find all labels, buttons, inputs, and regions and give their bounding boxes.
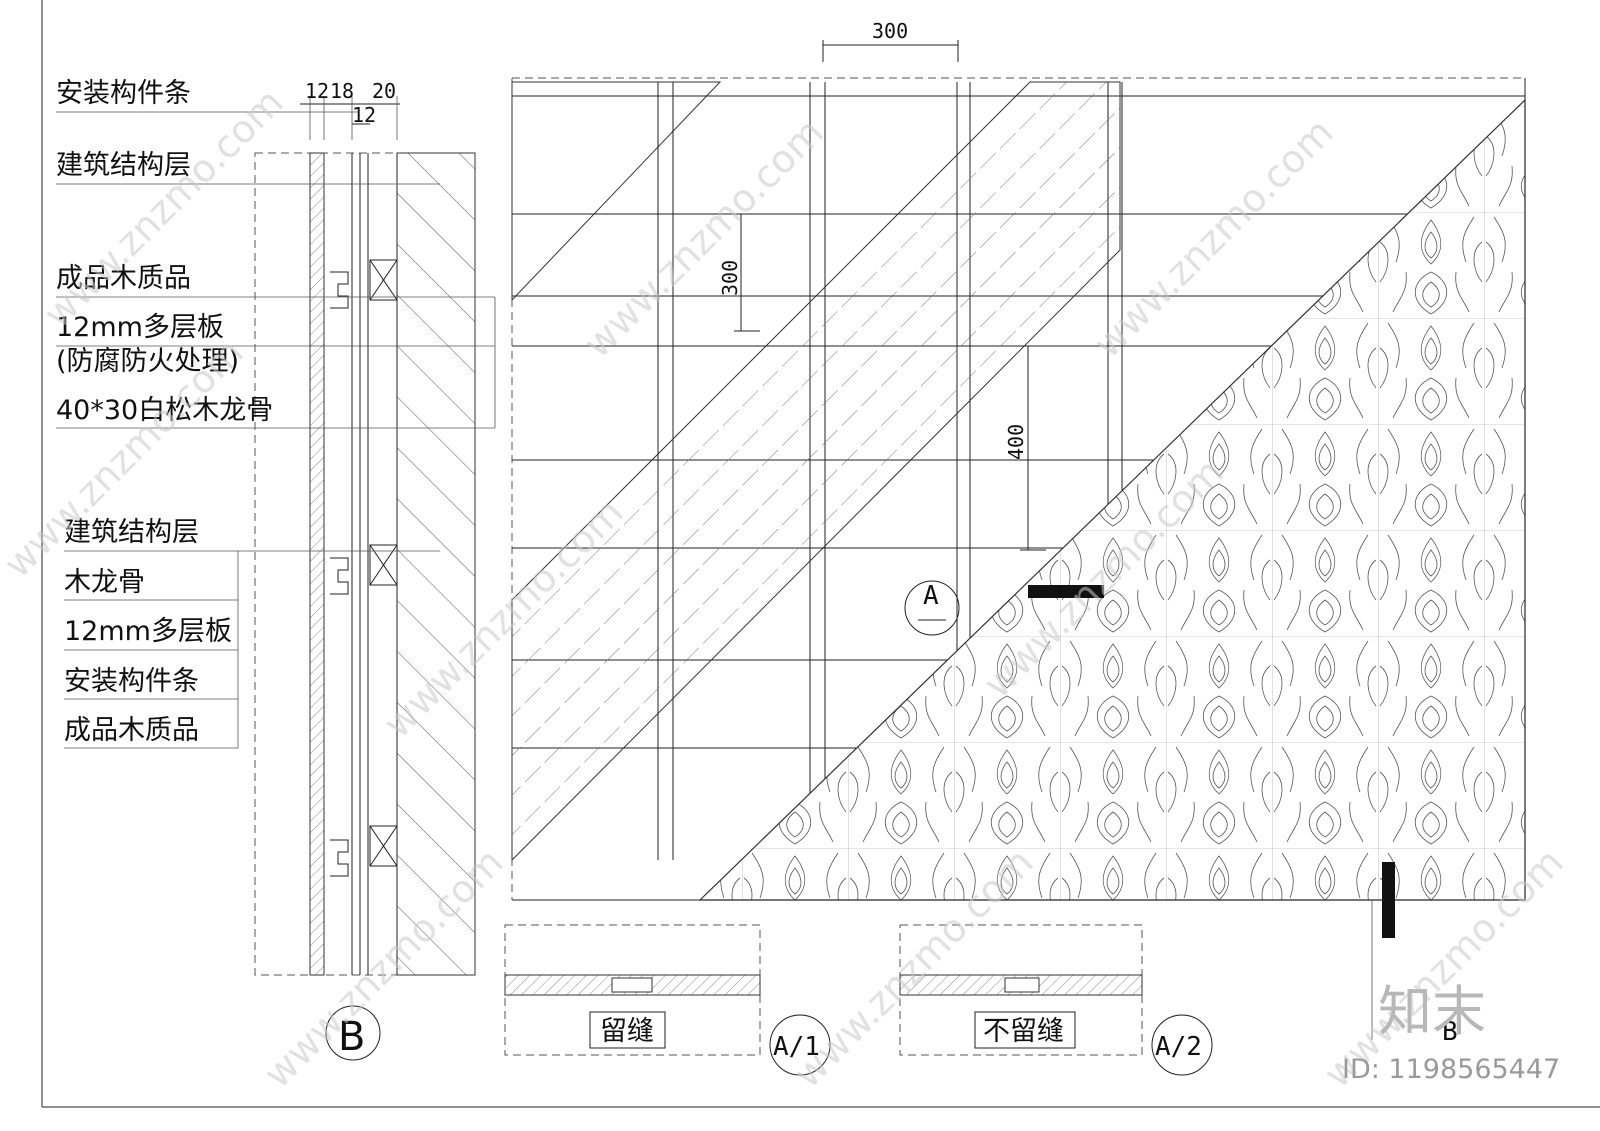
dim-20: 20 [372, 79, 396, 103]
section-b-cut-text: B [1442, 1017, 1458, 1047]
joint-no-gap-ref: A/2 [1155, 1032, 1202, 1062]
section-b: 12 18 20 12 安装构件条 建筑结构层 成品木质品 12mm多层板 (防… [56, 78, 496, 1061]
section-b-marker [325, 1005, 381, 1061]
drawing-id: ID: 1198565447 [1342, 1054, 1560, 1085]
label-mounting-strip: 安装构件条 [56, 78, 191, 109]
dim-grid-height: 300 [718, 260, 742, 296]
label-structure-layer-2: 建筑结构层 [64, 517, 199, 548]
dim-18: 18 [330, 79, 354, 103]
joint-gap-label: 留缝 [600, 1016, 654, 1047]
dim-grid-width: 300 [872, 19, 908, 43]
label-plywood-2: 12mm多层板 [64, 616, 232, 647]
brand-logo: 知末 [1378, 980, 1486, 1043]
label-wood-product-2: 成品木质品 [64, 715, 199, 746]
label-treatment: (防腐防火处理) [56, 346, 239, 377]
label-wood-keel: 木龙骨 [64, 567, 145, 598]
label-mounting-strip-2: 安装构件条 [64, 666, 199, 697]
label-structure-layer: 建筑结构层 [56, 150, 191, 181]
dim-panel: 400 [1004, 424, 1028, 460]
dim-sub-12: 12 [352, 103, 376, 127]
section-a-marker [904, 580, 960, 636]
section-a-mark-text: A [923, 581, 939, 611]
dim-12: 12 [305, 79, 329, 103]
watermark-url-1: www.znzmo.com [35, 80, 291, 336]
joint-no-gap-label: 不留缝 [983, 1016, 1064, 1047]
label-pine-keel: 40*30白松木龙骨 [56, 395, 273, 426]
label-plywood: 12mm多层板 [56, 312, 224, 343]
label-wood-product: 成品木质品 [56, 263, 191, 294]
joint-gap-ref: A/1 [773, 1032, 820, 1062]
elevation: 300 300 400 A B [511, 19, 1526, 1047]
section-b-mark-text: B [338, 1014, 365, 1060]
joint-detail-no-gap: 不留缝 A/2 [899, 924, 1213, 1076]
joint-detail-gap: 留缝 A/1 [504, 924, 831, 1076]
